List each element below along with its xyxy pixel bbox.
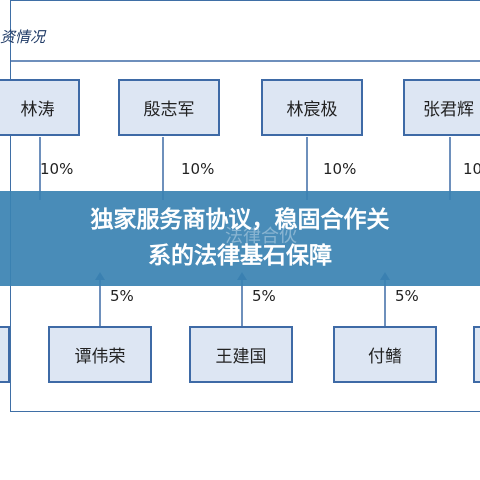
top-percent-3: 10% (323, 160, 357, 178)
top-percent-2: 10% (181, 160, 215, 178)
shareholder-box-1: 林涛 (0, 79, 80, 136)
bottom-percent-3: 5% (395, 287, 419, 305)
shareholder-name: 张君辉 (423, 100, 474, 120)
shareholder-box-2: 殷志军 (118, 79, 220, 136)
shareholder-name: 林涛 (20, 100, 55, 120)
company-name: 付鳍 (368, 347, 402, 367)
company-box-partial (0, 326, 10, 383)
banner-line-2: 系的法律基石保障 (148, 242, 332, 269)
shareholder-name: 林宸极 (286, 100, 338, 120)
top-percent-4: 10% (463, 160, 480, 178)
chart-heading: 资情况 (0, 28, 46, 46)
shareholder-box-4: 张君辉 (403, 79, 480, 136)
company-name: 谭伟荣 (74, 347, 126, 367)
company-box-edge (473, 326, 480, 383)
title-banner: 独家服务商协议，稳固合作关 系的法律基石保障 (0, 191, 480, 286)
company-name: 王建国 (215, 347, 267, 367)
top-percent-1: 10% (40, 160, 74, 178)
bottom-percent-2: 5% (252, 287, 276, 305)
bottom-percent-1: 5% (110, 287, 134, 305)
company-box-2: 王建国 (189, 326, 293, 383)
shareholder-box-3: 林宸极 (261, 79, 363, 136)
shareholder-name: 殷志军 (143, 100, 195, 120)
watermark-text: 法律合伙 (225, 226, 297, 247)
banner-line-1: 独家服务商协议，稳固合作关 (90, 206, 390, 233)
company-box-1: 谭伟荣 (48, 326, 152, 383)
company-box-3: 付鳍 (333, 326, 437, 383)
